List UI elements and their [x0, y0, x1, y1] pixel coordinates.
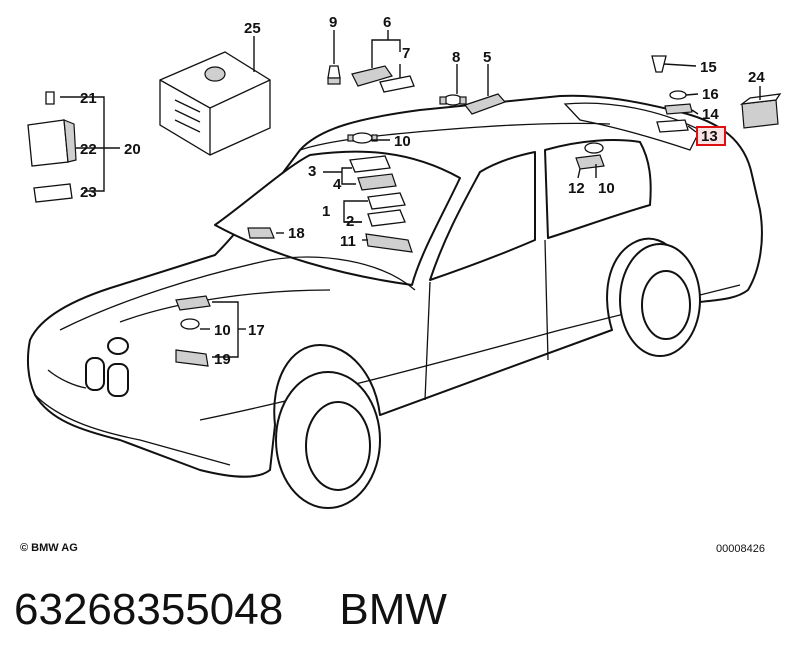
- bulb-part: [327, 65, 341, 85]
- brand-name: BMW: [339, 585, 447, 634]
- trunk-light-parts: [651, 55, 693, 133]
- callout-16: 16: [702, 86, 719, 103]
- callout-23: 23: [80, 184, 97, 201]
- car-outline: [26, 94, 763, 509]
- footwell-parts: [27, 91, 77, 203]
- control-unit-part: [159, 51, 271, 156]
- callout-17: 17: [248, 322, 265, 339]
- trunk-lamp-24-part: [739, 93, 782, 129]
- dome-lens-part: [464, 93, 507, 115]
- interior-light-part: [349, 155, 397, 191]
- rear-light-part: [575, 142, 605, 170]
- callout-19: 19: [214, 351, 231, 368]
- callout-11: 11: [340, 233, 356, 250]
- callout-9: 9: [329, 14, 337, 31]
- callout-10-front: 10: [214, 322, 231, 339]
- callout-15: 15: [700, 59, 717, 76]
- copyright-text: © BMW AG: [20, 542, 78, 554]
- reading-light-part: [365, 192, 413, 253]
- callout-14: 14: [702, 106, 719, 123]
- highlight-box: [696, 126, 726, 146]
- drawing-number: 00008426: [716, 543, 765, 555]
- callout-3: 3: [308, 163, 316, 180]
- callout-labels: 25 9 6 7 8 5 10 3 4 1 2 11 18 12 10 15 1…: [80, 14, 765, 368]
- leader-lines: [60, 30, 761, 358]
- callout-7: 7: [402, 45, 410, 62]
- callout-20: 20: [124, 141, 141, 158]
- callout-4: 4: [333, 176, 342, 193]
- lamp-lens-part: [351, 65, 415, 93]
- callout-1: 1: [322, 203, 330, 220]
- mirror-light-part: [247, 227, 275, 239]
- callout-10-roof: 10: [394, 133, 411, 150]
- callout-18: 18: [288, 225, 305, 242]
- callout-21: 21: [80, 90, 97, 107]
- callout-10-rear: 10: [598, 180, 615, 197]
- callout-13: 13: [701, 128, 718, 145]
- callout-2: 2: [346, 213, 354, 230]
- callout-5: 5: [483, 49, 491, 66]
- glovebox-light-parts: [175, 295, 211, 367]
- callout-12: 12: [568, 180, 585, 197]
- callout-24: 24: [748, 69, 765, 86]
- callout-6: 6: [383, 14, 391, 31]
- part-number: 63268355048: [14, 585, 284, 634]
- callout-22: 22: [80, 141, 97, 158]
- festoon-bulb-part: [439, 94, 467, 106]
- callout-8: 8: [452, 49, 460, 66]
- part-number-bar: 63268355048 BMW: [14, 585, 447, 635]
- callout-25: 25: [244, 20, 261, 37]
- bulb-10-roof-part: [347, 132, 378, 144]
